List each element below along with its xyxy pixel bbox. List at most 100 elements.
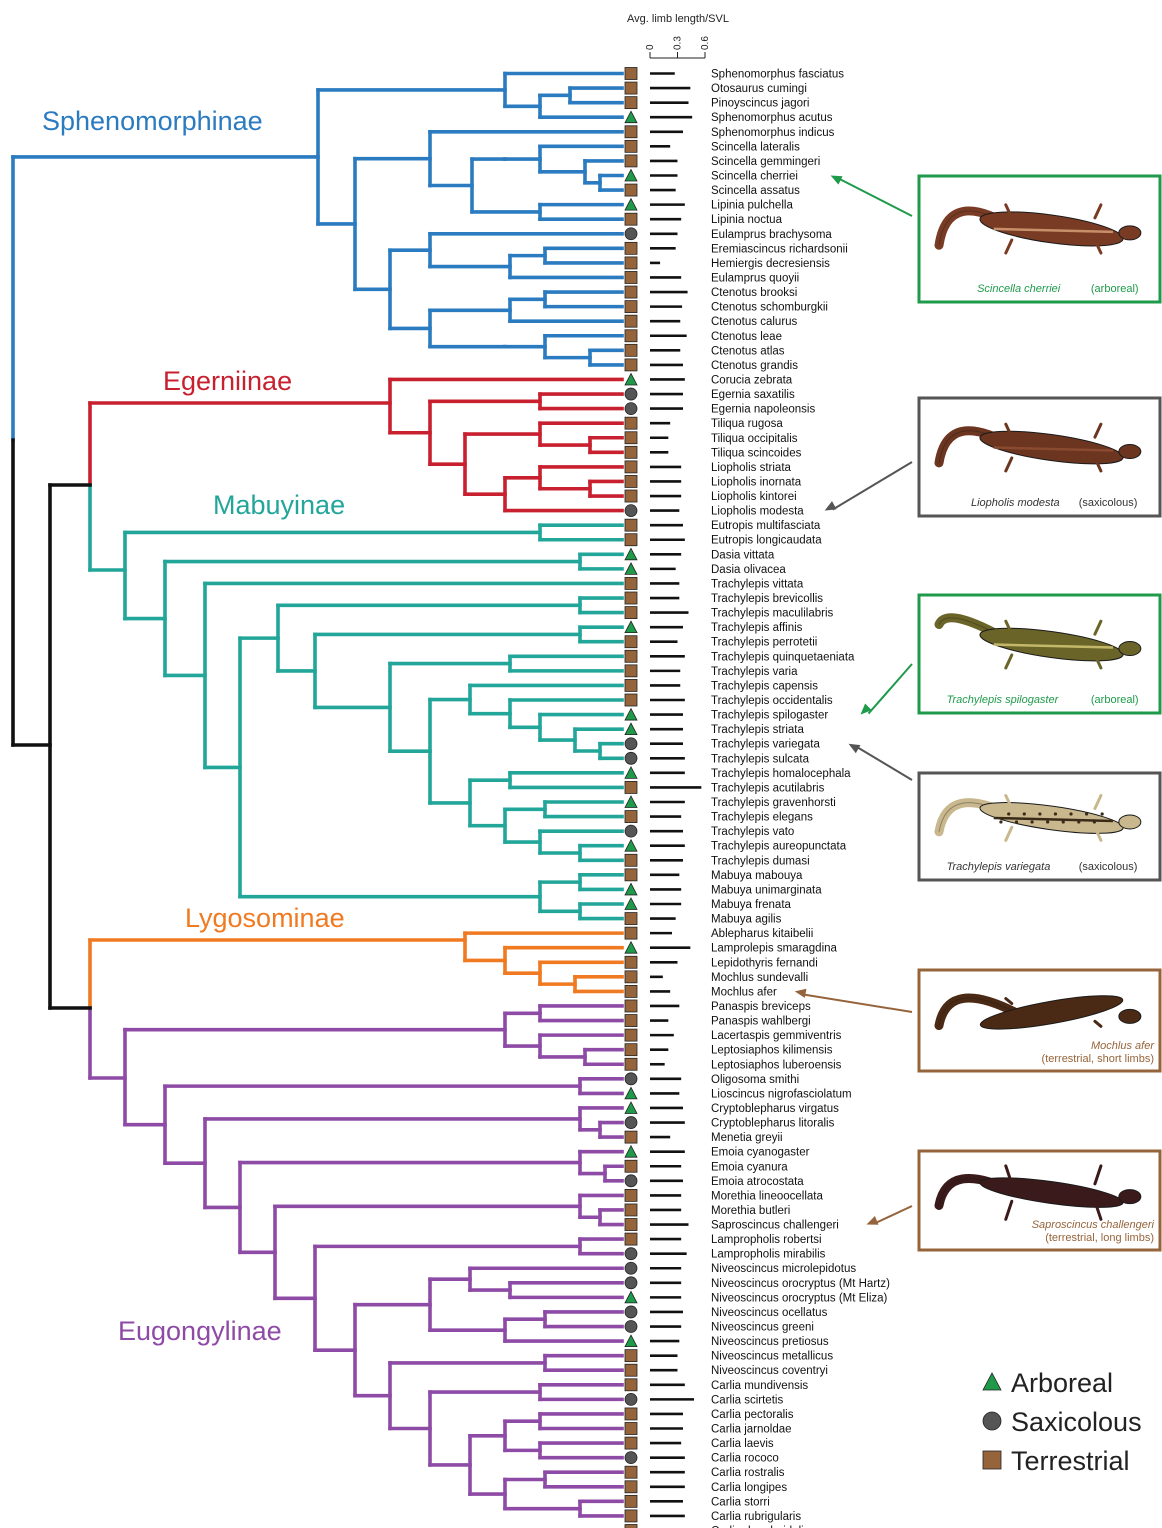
terrestrial-square-icon [625, 1219, 637, 1231]
taxon-row: Mabuya agilis [625, 913, 782, 926]
taxon-row: Carlia longipes [625, 1481, 787, 1494]
arrow-shaft [803, 994, 912, 1012]
terrestrial-square-icon [625, 1000, 637, 1012]
taxon-row: Niveoscincus pretiosus [625, 1335, 829, 1348]
taxon-name: Cryptoblepharus virgatus [711, 1103, 839, 1115]
taxon-row: Niveoscincus ocellatus [625, 1306, 828, 1319]
lizard-spot [1023, 812, 1026, 815]
taxon-name: Leptosiaphos luberoensis [711, 1059, 842, 1071]
taxon-name: Panaspis wahlbergi [711, 1016, 811, 1028]
terrestrial-square-icon [625, 577, 637, 589]
terrestrial-square-icon [625, 869, 637, 881]
inset-arrow [825, 462, 912, 511]
arboreal-triangle-icon [625, 1102, 637, 1114]
terrestrial-square-icon [625, 519, 637, 531]
taxon-name: Niveoscincus ocellatus [711, 1307, 828, 1319]
taxon-name: Carlia longipes [711, 1482, 787, 1494]
taxon-row: Eulamprus quoyii [625, 271, 799, 284]
saxicolous-circle-icon [625, 1393, 637, 1405]
terrestrial-square-icon [625, 679, 637, 691]
lizard-head [1119, 445, 1141, 459]
taxon-row: Liopholis striata [625, 461, 792, 474]
terrestrial-square-icon [625, 1437, 637, 1449]
terrestrial-square-icon [625, 927, 637, 939]
brown-square-icon [983, 1451, 1001, 1469]
arboreal-triangle-icon [625, 796, 637, 808]
taxon-name: Ctenotus atlas [711, 345, 785, 357]
taxon-row: Tiliqua rugosa [625, 417, 783, 430]
taxon-row: Hemiergis decresiensis [625, 257, 830, 270]
taxon-name: Niveoscincus greeni [711, 1322, 814, 1334]
taxon-row: Carlia rhomboidalis [625, 1525, 810, 1528]
taxon-row: Eulamprus brachysoma [625, 228, 832, 241]
taxon-row: Lioscincus nigrofasciolatum [625, 1087, 852, 1100]
saxicolous-circle-icon [625, 1175, 637, 1187]
inset-arrow [831, 175, 912, 216]
arrow-shaft [874, 1206, 912, 1224]
arboreal-triangle-icon [625, 199, 637, 211]
inset-caption-note: (arboreal) [1091, 283, 1139, 295]
terrestrial-square-icon [625, 1131, 637, 1143]
terrestrial-square-icon [625, 286, 637, 298]
taxon-name: Eremiascincus richardsonii [711, 243, 848, 255]
taxon-name: Pinoyscincus jagori [711, 98, 809, 110]
inset-caption-note: (terrestrial, long limbs) [1045, 1232, 1154, 1244]
arrow-shaft [868, 664, 912, 714]
taxon-name: Scincella lateralis [711, 141, 800, 153]
taxon-row: Egernia napoleonsis [625, 403, 815, 416]
terrestrial-square-icon [625, 1350, 637, 1362]
green-triangle-icon [983, 1373, 1001, 1390]
lizard-head [1119, 1190, 1141, 1204]
taxon-name: Niveoscincus orocryptus (Mt Eliza) [711, 1292, 888, 1304]
taxon-row: Ctenotus schomburgkii [625, 301, 828, 314]
taxon-row: Sphenomorphus fasciatus [625, 68, 844, 81]
taxon-row: Emoia cyanura [625, 1160, 788, 1173]
clade-labels: SphenomorphinaeEgerniinaeMabuyinaeLygoso… [42, 106, 345, 1346]
terrestrial-square-icon [625, 1481, 637, 1493]
taxon-name: Trachylepis brevicollis [711, 593, 823, 605]
inset-arrow [849, 744, 912, 780]
saxicolous-circle-icon [625, 1277, 637, 1289]
taxon-row: Liopholis modesta [625, 505, 804, 518]
taxon-name: Otosaurus cumingi [711, 83, 807, 95]
taxon-name: Emoia cyanura [711, 1161, 788, 1173]
lizard-spot [1046, 820, 1049, 823]
taxon-name: Trachylepis elegans [711, 812, 813, 824]
taxon-name: Tiliqua occipitalis [711, 433, 798, 445]
terrestrial-square-icon [625, 854, 637, 866]
arboreal-triangle-icon [625, 883, 637, 895]
taxon-name: Liopholis striata [711, 462, 792, 474]
taxon-row: Niveoscincus microlepidotus [625, 1262, 856, 1275]
lizard-spot [999, 820, 1002, 823]
terrestrial-square-icon [625, 315, 637, 327]
arrow-shaft [839, 178, 912, 216]
terrestrial-square-icon [625, 126, 637, 138]
taxon-row: Liopholis inornata [625, 475, 802, 488]
inset-panel: Mochlus afer(terrestrial, short limbs) [919, 970, 1160, 1071]
taxon-row: Egernia saxatilis [625, 388, 795, 401]
taxon-name: Scincella assatus [711, 185, 800, 197]
arboreal-triangle-icon [625, 1335, 637, 1347]
taxon-row: Mochlus afer [625, 985, 777, 998]
taxon-row: Ctenotus grandis [625, 359, 798, 372]
arboreal-triangle-icon [625, 373, 637, 385]
lizard-head [1119, 1009, 1141, 1023]
taxon-name: Niveoscincus microlepidotus [711, 1263, 856, 1275]
terrestrial-square-icon [625, 1423, 637, 1435]
terrestrial-square-icon [625, 1015, 637, 1027]
terrestrial-square-icon [625, 665, 637, 677]
taxon-row: Trachylepis affinis [625, 621, 803, 634]
terrestrial-square-icon [625, 417, 637, 429]
lizard-spot [1077, 820, 1080, 823]
taxon-row: Niveoscincus orocryptus (Mt Hartz) [625, 1277, 890, 1290]
saxicolous-circle-icon [625, 1248, 637, 1260]
taxon-name: Oligosoma smithi [711, 1074, 799, 1086]
terrestrial-square-icon [625, 1044, 637, 1056]
terrestrial-square-icon [625, 184, 637, 196]
lizard-spot [1007, 812, 1010, 815]
lizard-head [1119, 815, 1141, 829]
taxon-row: Ctenotus leae [625, 330, 782, 343]
taxon-row: Scincella gemmingeri [625, 155, 820, 168]
arboreal-triangle-icon [625, 111, 637, 123]
taxon-name: Niveoscincus metallicus [711, 1351, 833, 1363]
